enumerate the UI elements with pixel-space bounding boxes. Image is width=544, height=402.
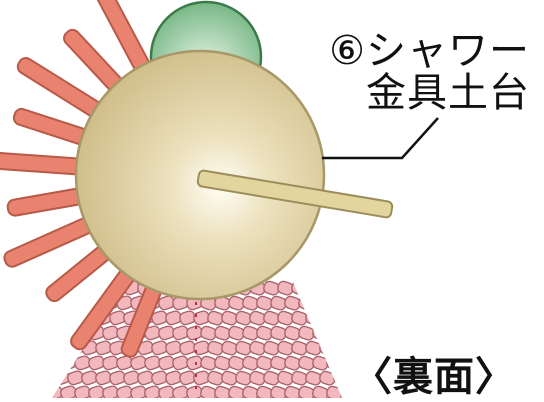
sponge-cell [340,295,342,311]
sponge-cell [340,325,342,341]
sponge-cell [333,310,342,326]
sponge-cell [326,295,342,311]
sponge-cell [53,310,70,326]
mounting-rod [196,169,394,219]
sponge-cell [291,280,308,296]
sponge-cell [333,340,342,356]
sponge-cell [74,295,91,311]
sponge-cell [52,340,56,356]
callout-line1-text: シャワー [366,28,530,74]
sponge-cell [81,280,98,296]
sponge-cell [305,280,322,296]
sponge-cell [52,355,63,371]
back-side-label: 〈裏面〉 [352,354,516,400]
callout-line1: ⑥シャワー [329,30,530,72]
callout-number: ⑥ [329,28,366,74]
sponge-cell [326,355,342,371]
callout-leader-line [322,117,439,160]
sponge-cell [333,280,342,296]
sponge-cell [319,280,336,296]
sponge-cell [319,370,336,386]
sponge-cell [52,370,56,386]
sponge-cell [52,310,56,326]
callout-line2: 金具土台 [366,70,530,116]
sponge-cell [305,310,322,326]
sponge-cell [326,325,342,341]
sponge-cell [319,340,336,356]
callout-label: ⑥シャワー 金具土台 [329,30,530,114]
sponge-cell [298,295,315,311]
sponge-cell [312,295,329,311]
sponge-cell [52,325,63,341]
sponge-cell [312,325,329,341]
sponge-cell [333,370,342,386]
sponge-cell [319,310,336,326]
sponge-cell [53,340,70,356]
sponge-cell [326,385,342,398]
